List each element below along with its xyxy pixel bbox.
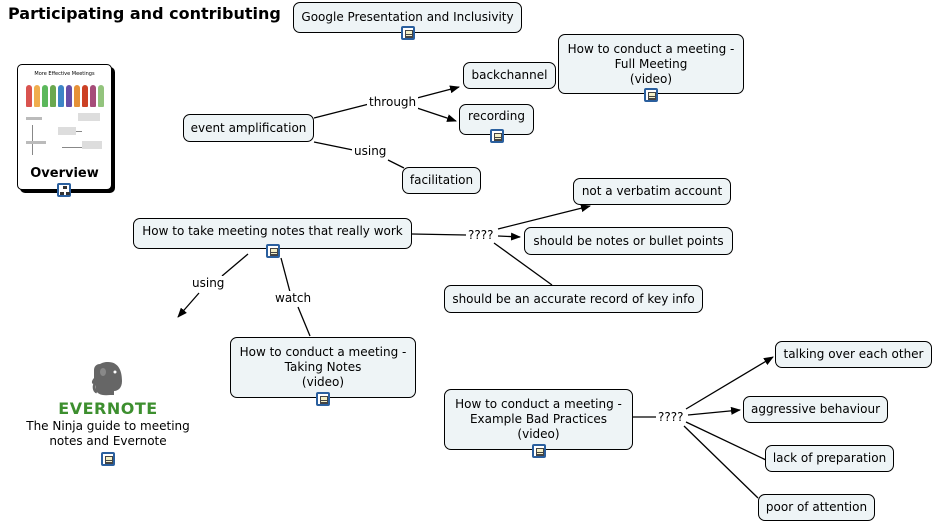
- document-icon[interactable]: [266, 244, 280, 258]
- node-aggressive[interactable]: aggressive behaviour: [743, 396, 888, 423]
- node-label: Google Presentation and Inclusivity: [301, 10, 514, 24]
- node-accurate-record[interactable]: should be an accurate record of key info: [444, 285, 703, 313]
- node-take-meeting-notes[interactable]: How to take meeting notes that really wo…: [133, 218, 412, 249]
- thumbnail-flow-line: [62, 147, 84, 148]
- node-label-line: Example Bad Practices: [469, 412, 608, 426]
- thumbnail-step: [26, 141, 46, 144]
- person-figure: [82, 85, 88, 107]
- document-icon[interactable]: [101, 452, 115, 466]
- node-label: should be an accurate record of key info: [452, 291, 695, 306]
- line-q-poorattention: [683, 425, 759, 499]
- thumbnail-step: [58, 127, 76, 135]
- node-label-line: How to conduct a meeting -: [239, 345, 407, 359]
- thumbnail-step: [82, 141, 102, 149]
- node-label: talking over each other: [783, 347, 924, 361]
- document-icon[interactable]: [532, 444, 546, 458]
- person-figure: [66, 85, 72, 107]
- evernote-caption: The Ninja guide to meeting notes and Eve…: [26, 419, 190, 448]
- node-label: lack of preparation: [772, 451, 887, 465]
- node-label-line: Full Meeting: [614, 56, 688, 71]
- person-figure: [42, 85, 48, 107]
- arrow-through-recording: [416, 107, 457, 122]
- node-label: event amplification: [190, 120, 307, 135]
- node-label: recording: [468, 109, 525, 123]
- thumbnail-flow-line: [32, 125, 33, 155]
- link-label-using: using: [190, 276, 227, 290]
- link-label-question: ????: [656, 410, 686, 424]
- node-backchannel[interactable]: backchannel: [463, 62, 556, 89]
- page-title: Participating and contributing: [8, 4, 281, 23]
- document-icon[interactable]: [316, 392, 330, 406]
- arrow-q-verbatim: [497, 204, 591, 230]
- node-taking-notes-video[interactable]: How to conduct a meeting - Taking Notes …: [230, 337, 416, 398]
- node-poor-attention[interactable]: poor of attention: [758, 494, 875, 521]
- person-figure: [98, 85, 104, 107]
- node-label: backchannel: [471, 68, 548, 82]
- node-talking-over[interactable]: talking over each other: [775, 341, 932, 368]
- link-label-using: using: [352, 144, 389, 158]
- person-figure: [58, 85, 64, 107]
- node-label: facilitation: [409, 173, 474, 187]
- node-label-line: How to conduct a meeting -: [455, 397, 622, 411]
- node-label: How to take meeting notes that really wo…: [142, 224, 403, 238]
- line-q-lackprep: [685, 421, 767, 461]
- node-label-line: (video): [301, 375, 345, 389]
- line-using-facilitation: [387, 159, 405, 169]
- arrow-q-bullets: [497, 232, 521, 241]
- arrow-through-backchannel: [416, 85, 460, 99]
- line-event-through: [313, 103, 370, 119]
- node-label-line: How to conduct a meeting -: [567, 41, 735, 56]
- thumbnail-step: [26, 117, 42, 120]
- link-label-question: ????: [466, 228, 496, 242]
- thumbnail-title: More Effective Meetings: [34, 71, 95, 77]
- line-watch-taking: [297, 306, 311, 337]
- document-icon[interactable]: [644, 88, 658, 102]
- line-notes-q: [411, 233, 467, 236]
- person-figure: [34, 85, 40, 107]
- node-label-line: (video): [517, 427, 560, 441]
- node-label: poor of attention: [765, 500, 868, 514]
- document-icon[interactable]: [490, 129, 504, 143]
- link-label-watch: watch: [273, 291, 314, 305]
- arrow-q-aggressive: [687, 406, 741, 416]
- evernote-elephant-icon: [88, 358, 128, 398]
- node-label: aggressive behaviour: [750, 402, 881, 416]
- person-figure: [74, 85, 80, 107]
- link-label-through: through: [367, 95, 419, 109]
- node-label: should be notes or bullet points: [533, 233, 724, 248]
- person-figure: [90, 85, 96, 107]
- overview-thumbnail[interactable]: More Effective Meetings Overview: [17, 64, 112, 190]
- node-label-line: Taking Notes: [284, 360, 362, 374]
- person-figure: [26, 85, 32, 107]
- node-label-line: (video): [629, 71, 673, 86]
- node-facilitation[interactable]: facilitation: [402, 167, 481, 194]
- line-event-using: [313, 141, 354, 151]
- evernote-wordmark: EVERNOTE: [58, 399, 158, 418]
- line-notes-watch: [280, 257, 291, 293]
- person-figure: [50, 85, 56, 107]
- node-lack-preparation[interactable]: lack of preparation: [765, 445, 894, 472]
- node-bad-practices-video[interactable]: How to conduct a meeting - Example Bad P…: [444, 389, 633, 450]
- node-notes-bullets[interactable]: should be notes or bullet points: [524, 227, 733, 255]
- node-event-amplification[interactable]: event amplification: [183, 114, 314, 142]
- concept-map-icon[interactable]: [57, 183, 71, 197]
- node-label: not a verbatim account: [581, 184, 723, 198]
- arrow-using-evernote: [177, 292, 200, 318]
- evernote-resource[interactable]: EVERNOTE The Ninja guide to meeting note…: [20, 358, 196, 449]
- node-not-verbatim[interactable]: not a verbatim account: [573, 178, 731, 205]
- document-icon[interactable]: [401, 26, 415, 40]
- line-q-accurate: [493, 242, 553, 286]
- overview-label: Overview: [30, 166, 99, 181]
- line-notes-using: [221, 253, 249, 277]
- arrow-q-talking: [685, 356, 774, 410]
- thumbnail-step: [78, 113, 100, 121]
- node-full-meeting-video[interactable]: How to conduct a meeting - Full Meeting …: [558, 34, 744, 94]
